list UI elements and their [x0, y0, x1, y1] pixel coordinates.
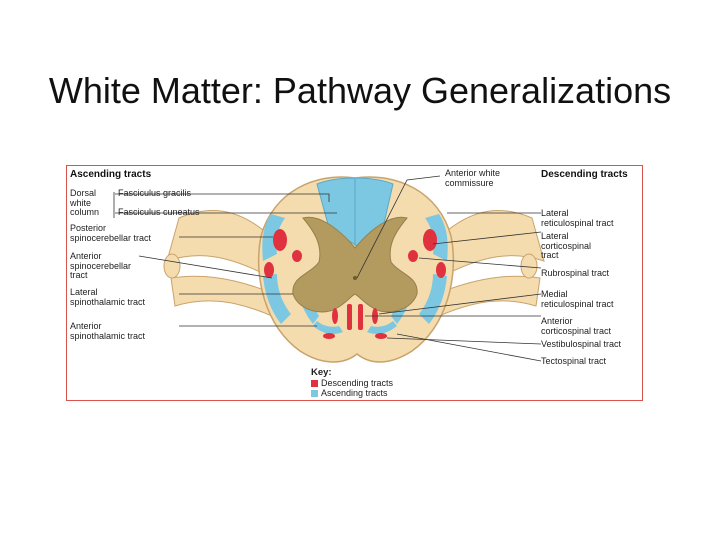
- label-rubrospinal: Rubrospinal tract: [541, 268, 610, 278]
- left-lateral-reticulospinal-tract: [264, 262, 274, 278]
- label-anterior-spinothalamic: Anterior spinothalamic tract: [70, 321, 146, 341]
- left-lower-nerve-root: [170, 275, 273, 317]
- right-anterior-spinocerebellar-tract: [419, 274, 447, 324]
- left-upper-nerve-root: [166, 210, 273, 279]
- left-vestibulospinal-tract: [323, 333, 335, 339]
- label-anterior-spinocerebellar: Anterior spinocerebellar tract: [70, 251, 132, 280]
- right-anterior-spinothalamic-tract: [367, 321, 397, 334]
- label-dorsal-white-column: Dorsal white column: [70, 188, 100, 217]
- key-title: Key:: [311, 367, 332, 378]
- label-medial-reticulospinal: Medial reticulospinal tract: [541, 289, 614, 309]
- left-medial-reticulospinal-tract: [332, 308, 338, 324]
- right-upper-nerve-root: [438, 210, 545, 279]
- left-anterior-spinothalamic-tract: [313, 321, 343, 334]
- central-canal: [353, 276, 357, 280]
- gray-matter: [292, 216, 418, 313]
- spinal-cord-diagram: [113, 175, 545, 397]
- label-vestibulospinal: Vestibulospinal tract: [541, 339, 622, 349]
- label-fasciculus-gracilis: Fasciculus gracilis: [118, 188, 192, 198]
- key-descending-swatch: [311, 380, 318, 387]
- leader-lines: [113, 175, 542, 362]
- spinal-cord-cross-section-figure: Ascending tracts Descending tracts Dorsa…: [66, 165, 643, 401]
- label-lateral-corticospinal: Lateral corticospinal tract: [541, 231, 592, 260]
- right-root-stump: [520, 253, 538, 279]
- label-lateral-reticulospinal: Lateral reticulospinal tract: [541, 208, 614, 228]
- right-lateral-reticulospinal-tract: [436, 262, 446, 278]
- right-lower-nerve-root: [438, 275, 541, 317]
- label-anterior-corticospinal: Anterior corticospinal tract: [541, 316, 612, 336]
- key-ascending-label: Ascending tracts: [321, 388, 388, 398]
- label-tectospinal: Tectospinal tract: [541, 356, 607, 366]
- key-descending-label: Descending tracts: [321, 378, 394, 388]
- right-vestibulospinal-tract: [375, 333, 387, 339]
- key-ascending-swatch: [311, 390, 318, 397]
- right-rubrospinal-tract: [408, 250, 418, 262]
- label-anterior-white-commissure: Anterior white commissure: [445, 168, 501, 188]
- label-lateral-spinothalamic: Lateral spinothalamic tract: [70, 287, 146, 307]
- descending-tracts-heading: Descending tracts: [541, 169, 628, 180]
- label-fasciculus-cuneatus: Fasciculus cuneatus: [118, 207, 200, 217]
- left-anterior-corticospinal-tract: [347, 304, 352, 330]
- right-lateral-corticospinal-tract: [423, 229, 437, 251]
- left-root-stump: [163, 253, 181, 279]
- left-rubrospinal-tract: [292, 250, 302, 262]
- slide-title: White Matter: Pathway Generalizations: [48, 70, 672, 111]
- ascending-tracts-heading: Ascending tracts: [70, 169, 152, 180]
- right-anterior-corticospinal-tract: [358, 304, 363, 330]
- left-anterior-spinocerebellar-tract: [263, 274, 291, 324]
- left-lateral-corticospinal-tract: [273, 229, 287, 251]
- label-posterior-spinocerebellar: Posterior spinocerebellar tract: [70, 223, 152, 243]
